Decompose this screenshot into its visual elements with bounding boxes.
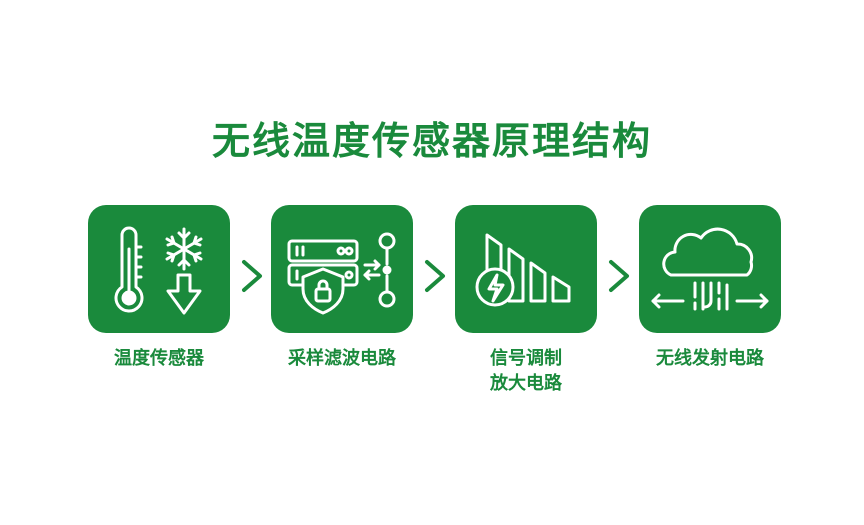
chevron-right-icon [609, 260, 629, 292]
step-2-tile [271, 205, 413, 333]
step-1-tile [88, 205, 230, 333]
step-3-tile [455, 205, 597, 333]
thermometer-snowflake-icon [114, 226, 203, 315]
step-3-label: 信号调制 放大电路 [436, 346, 616, 396]
server-shield-circuit-icon [287, 232, 396, 315]
diagram-title: 无线温度传感器原理结构 [211, 119, 652, 163]
cloud-transmit-icon [651, 227, 769, 311]
step-4-label: 无线发射电路 [656, 348, 764, 369]
step-3-label-line2: 放大电路 [490, 373, 562, 394]
chevron-right-icon [425, 260, 445, 292]
step-4-tile [639, 205, 781, 333]
step-3-label-line1: 信号调制 [490, 348, 562, 369]
signal-bars-lightning-icon [475, 233, 571, 307]
step-1-label: 温度传感器 [114, 348, 204, 369]
step-2-label: 采样滤波电路 [288, 348, 396, 369]
chevron-right-icon [242, 260, 262, 292]
